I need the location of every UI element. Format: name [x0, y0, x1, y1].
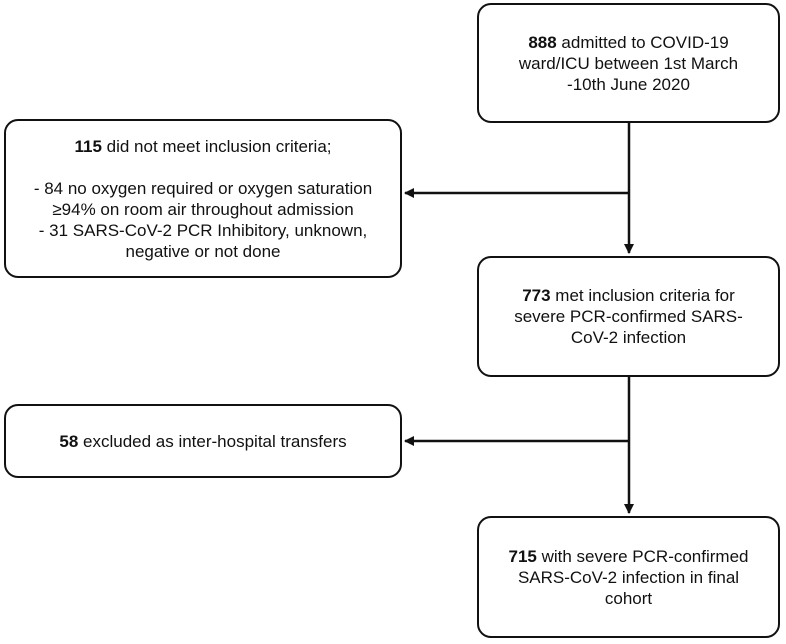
excluded-transfers-box: 58 excluded as inter-hospital transfers	[4, 404, 402, 478]
admitted-line-1: 888 admitted to COVID-19	[528, 32, 728, 53]
final-cohort-line-1-text: with severe PCR-confirmed	[536, 546, 749, 566]
met-criteria-box: 773 met inclusion criteria for severe PC…	[477, 256, 780, 377]
excluded-criteria-count: 115	[74, 136, 102, 156]
met-criteria-line-3: CoV-2 infection	[570, 328, 687, 347]
met-criteria-line-2: severe PCR-confirmed SARS-	[514, 307, 743, 326]
excluded-criteria-line-1-text: did not meet inclusion criteria;	[101, 136, 332, 156]
final-cohort-line-2: SARS-CoV-2 infection in final	[517, 567, 740, 587]
met-criteria-line-1-text: met inclusion criteria for	[550, 286, 735, 305]
final-cohort-box: 715 with severe PCR-confirmed SARS-CoV-2…	[477, 516, 780, 638]
admitted-box: 888 admitted to COVID-19 ward/ICU betwee…	[477, 3, 780, 123]
excluded-transfers-line-1-text: excluded as inter-hospital transfers	[78, 431, 347, 451]
excluded-criteria-line-4: - 31 SARS-CoV-2 PCR Inhibitory, unknown,	[38, 220, 368, 240]
admitted-line-3: -10th June 2020	[567, 74, 690, 94]
met-criteria-line-1: 773 met inclusion criteria for	[522, 285, 735, 306]
final-cohort-line-1: 715 with severe PCR-confirmed	[509, 546, 749, 567]
met-criteria-count: 773	[522, 286, 551, 305]
excluded-criteria-line-2: - 84 no oxygen required or oxygen satura…	[33, 178, 373, 198]
admitted-line-2: ward/ICU between 1st March	[518, 53, 739, 73]
excluded-criteria-box: 115 did not meet inclusion criteria; - 8…	[4, 119, 402, 278]
excluded-criteria-line-1: 115 did not meet inclusion criteria;	[74, 136, 331, 157]
excluded-criteria-line-3: ≥94% on room air throughout admission	[52, 199, 354, 219]
excluded-criteria-line-5: negative or not done	[125, 241, 281, 261]
excluded-transfers-count: 58	[59, 431, 79, 451]
admitted-line-1-text: admitted to COVID-19	[556, 32, 729, 52]
admitted-count: 888	[528, 32, 557, 52]
excluded-transfers-line-1: 58 excluded as inter-hospital transfers	[59, 431, 346, 452]
final-cohort-line-3: cohort	[604, 588, 653, 608]
final-cohort-count: 715	[508, 546, 537, 566]
